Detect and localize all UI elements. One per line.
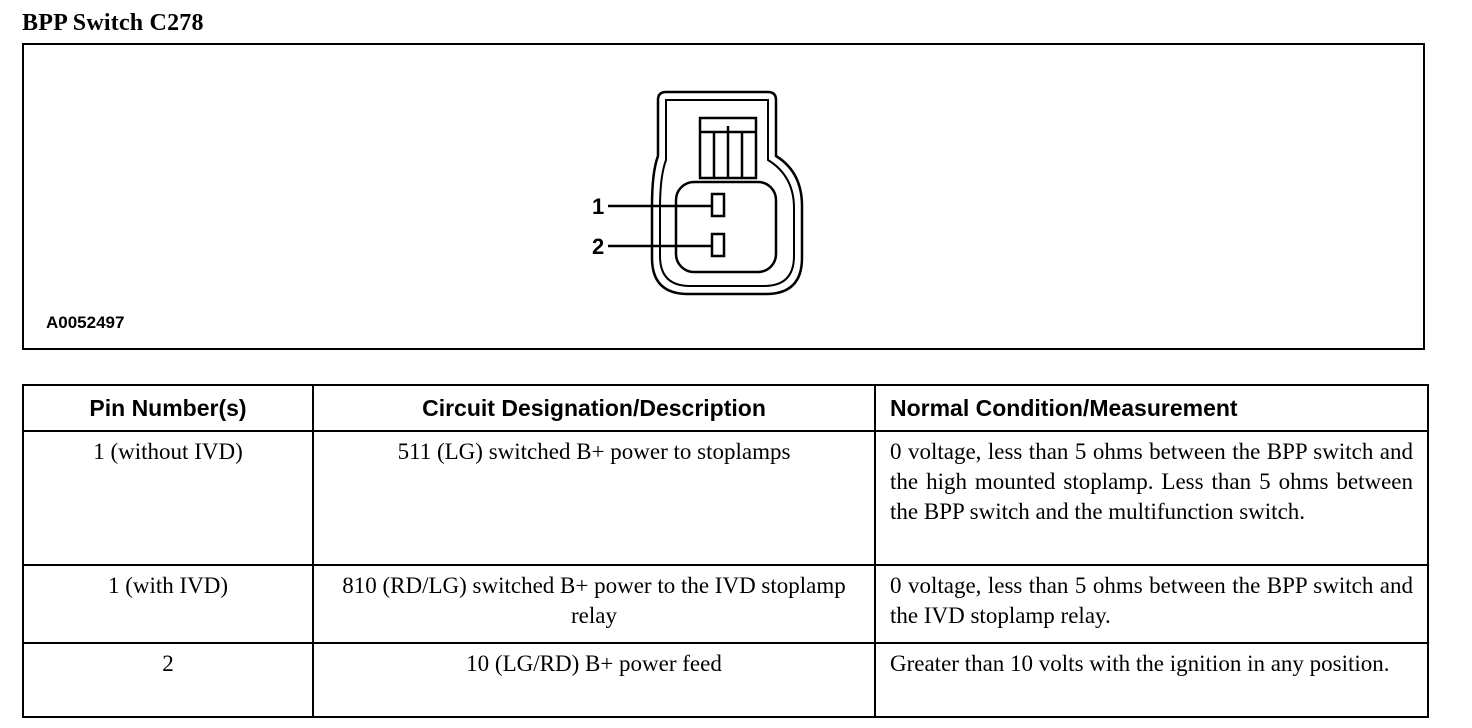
pin-cell: 1 (without IVD) [22,430,314,566]
connector-housing-inner [659,99,795,287]
table-row: 1 (with IVD) 810 (RD/LG) switched B+ pow… [22,564,1429,644]
pin-cell: 2 [22,642,314,718]
connector-cavity [674,180,778,274]
measurement-cell: 0 voltage, less than 5 ohms between the … [874,564,1429,644]
pin-1-terminal [710,192,726,218]
figure-id: A0052497 [46,313,125,332]
header-measurement: Normal Condition/Measurement [874,384,1429,432]
connector-diagram: 1 2 [570,46,804,296]
pin-1-label: 1 [592,194,604,219]
pin-cell: 1 (with IVD) [22,564,314,644]
circuit-cell: 10 (LG/RD) B+ power feed [312,642,876,718]
table-row: 1 (without IVD) 511 (LG) switched B+ pow… [22,430,1429,566]
document-title: BPP Switch C278 [22,10,204,36]
header-circuit: Circuit Designation/Description [312,384,876,432]
header-pin-numbers: Pin Number(s) [22,384,314,432]
connector-figure: A0052497 [22,43,1425,350]
pinout-table: Pin Number(s) Circuit Designation/Descri… [22,384,1429,718]
circuit-cell: 810 (RD/LG) switched B+ power to the IVD… [312,564,876,644]
measurement-cell: 0 voltage, less than 5 ohms between the … [874,430,1429,566]
measurement-cell: Greater than 10 volts with the ignition … [874,642,1429,718]
pin-2-label: 2 [592,234,604,259]
connector-housing [650,90,804,296]
table-header-row: Pin Number(s) Circuit Designation/Descri… [22,384,1429,432]
pin-2-terminal [710,232,726,258]
circuit-cell: 511 (LG) switched B+ power to stoplamps [312,430,876,566]
table-row: 2 10 (LG/RD) B+ power feed Greater than … [22,642,1429,718]
connector-housing-outer [570,46,695,106]
